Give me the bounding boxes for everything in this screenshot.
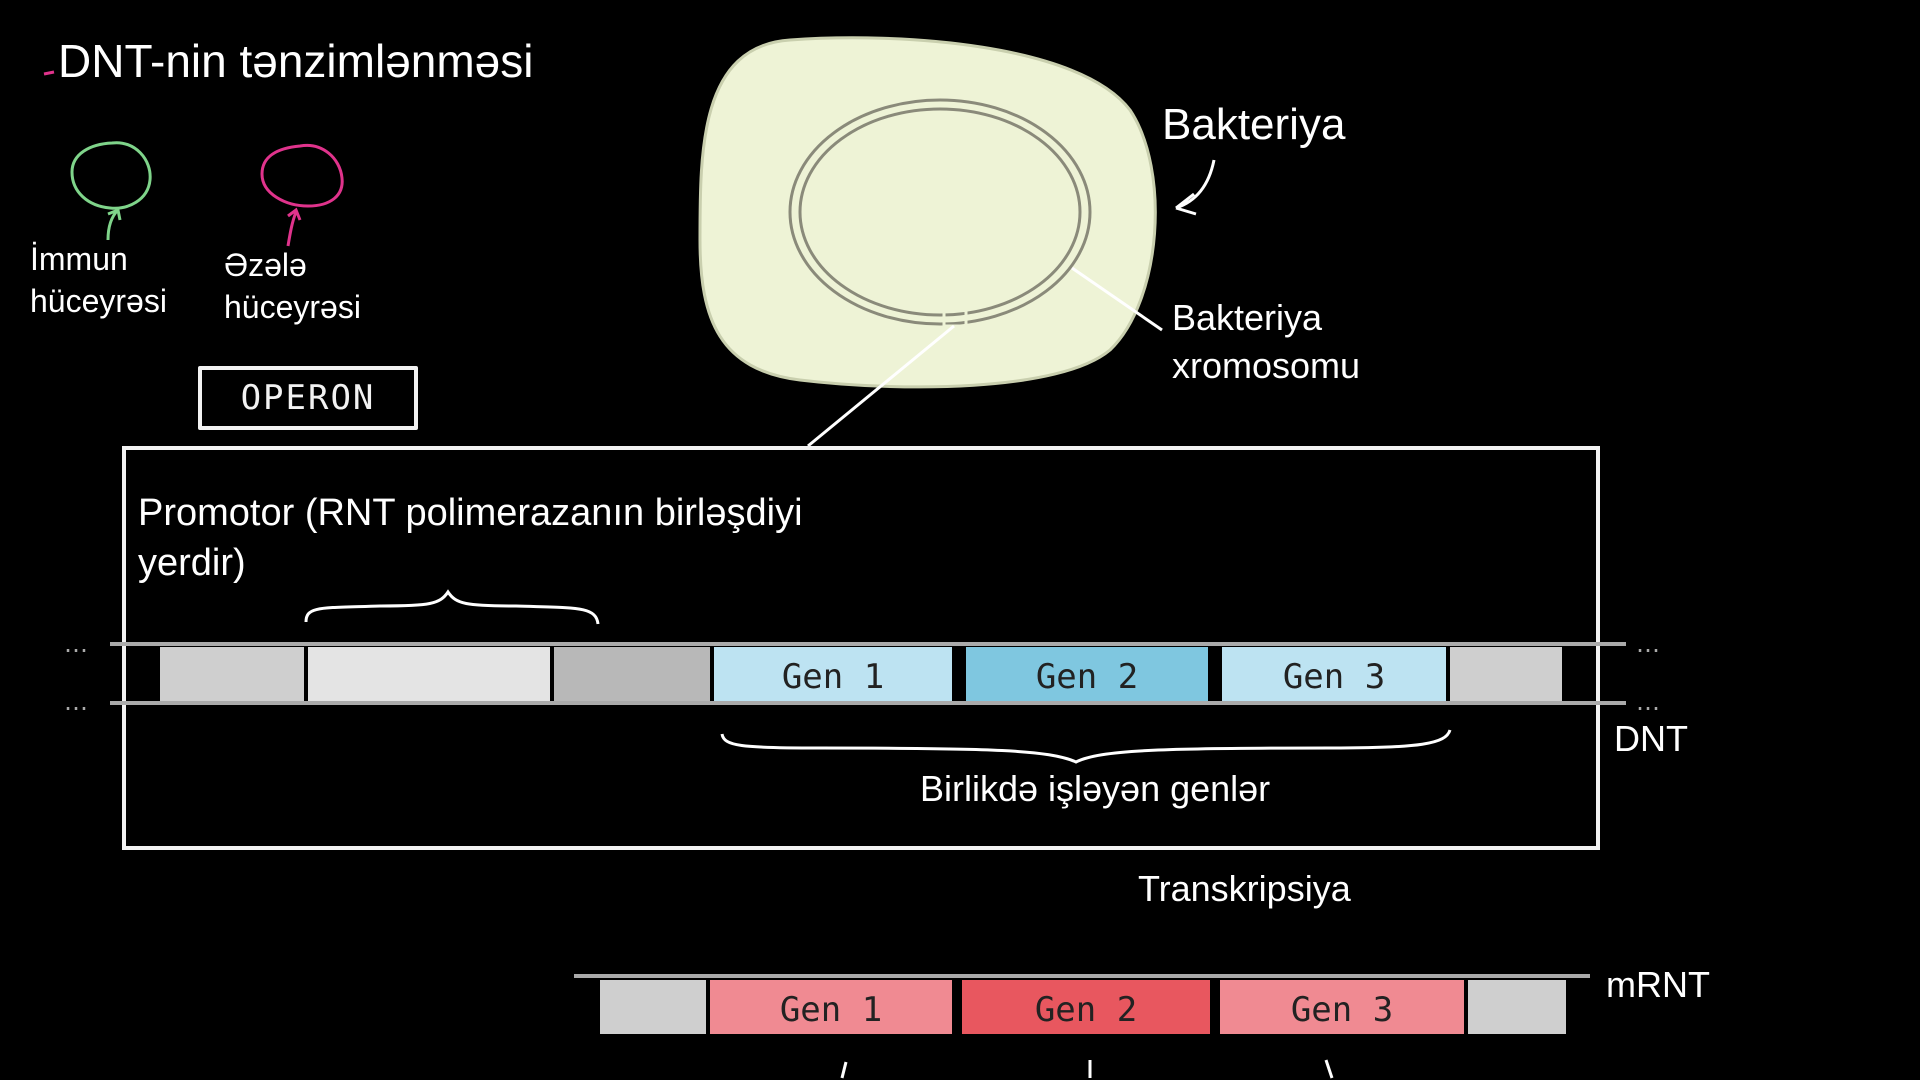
dna-gene-1-label: Gen 1 — [782, 657, 884, 697]
chromosome-zoom-marker — [942, 308, 968, 328]
bacteria-label: Bakteriya — [1162, 100, 1346, 149]
chromosome-label: Bakteriya xromosomu — [1172, 297, 1361, 386]
immune-cell-label: İmmun hüceyrəsi — [30, 241, 167, 319]
dna-gene-3 — [1222, 647, 1446, 701]
dna-segment-right — [1450, 647, 1562, 701]
dna-strand: … … … … Gen 1 Gen 2 Gen 3 — [64, 630, 1660, 716]
dna-dots-left-top: … — [64, 630, 88, 658]
mrna-gene-2-label: Gen 2 — [1035, 990, 1137, 1030]
chromosome-outer — [788, 98, 1092, 326]
operon-zoom-box — [122, 446, 1600, 850]
mrna-gene-3-label: Gen 3 — [1291, 990, 1393, 1030]
page-title: DNT-nin tənzimlənməsi — [58, 35, 534, 87]
promoter-label: Promotor (RNT polimerazanın birləşdiyi y… — [138, 492, 803, 584]
bacterium-cell — [698, 36, 1157, 389]
dna-gene-2 — [966, 647, 1208, 701]
operon-label: OPERON — [198, 366, 418, 430]
mrna-label: mRNT — [1606, 964, 1710, 1005]
dna-segment-left — [160, 647, 304, 701]
dna-operator-segment — [554, 647, 710, 701]
genes-brace — [720, 729, 1452, 764]
dna-dots-right-top: … — [1636, 630, 1660, 658]
mrna-gene-1 — [710, 980, 952, 1034]
chromosome-leader-line — [1071, 266, 1163, 332]
dna-promoter-segment — [308, 647, 550, 701]
title-mark — [43, 70, 55, 76]
dna-gene-2-label: Gen 2 — [1036, 657, 1138, 697]
muscle-cell-icon — [260, 143, 344, 247]
mrna-gene-1-label: Gen 1 — [780, 990, 882, 1030]
immune-cell-icon — [70, 141, 152, 241]
dna-dots-right-bottom: … — [1636, 688, 1660, 716]
genes-caption: Birlikdə işləyən genlər — [920, 768, 1271, 809]
mrna-segment-left — [600, 980, 706, 1034]
chromosome-inner — [798, 107, 1082, 317]
muscle-cell-label: Əzələ hüceyrəsi — [224, 247, 361, 325]
mrna-strand: Gen 1 Gen 2 Gen 3 — [574, 974, 1590, 1079]
transcription-label: Transkripsiya — [1138, 868, 1351, 909]
mrna-gene-3 — [1220, 980, 1464, 1034]
dna-gene-1 — [714, 647, 952, 701]
mrna-gene-2 — [962, 980, 1210, 1034]
promoter-brace — [304, 589, 600, 625]
mrna-segment-right — [1468, 980, 1566, 1034]
zoom-line — [807, 324, 955, 448]
bacteria-arrow-icon — [1175, 159, 1216, 216]
dna-gene-3-label: Gen 3 — [1283, 657, 1385, 697]
dna-dots-left-bottom: … — [64, 688, 88, 716]
dna-label: DNT — [1614, 718, 1688, 759]
